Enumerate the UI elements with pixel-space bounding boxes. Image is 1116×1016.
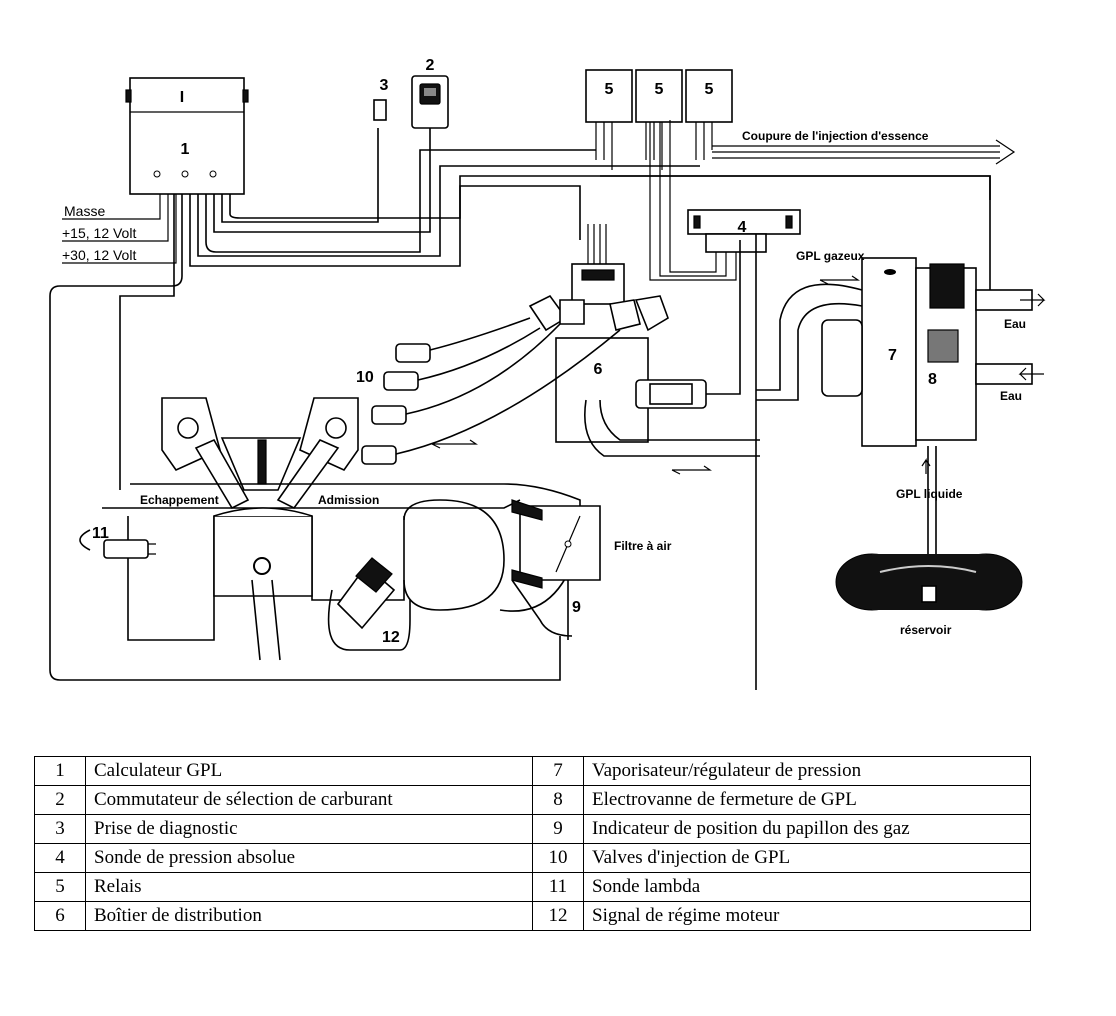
pressure-sensor: 4 <box>649 120 801 690</box>
table-row: 2 Commutateur de sélection de carburant … <box>34 785 1031 815</box>
label-30v: +30, 12 Volt <box>62 247 136 263</box>
callout-6: 6 <box>594 361 603 378</box>
callout-11: 11 <box>92 525 109 542</box>
table-row: 3 Prise de diagnostic 9 Indicateur de po… <box>34 814 1031 844</box>
legend-description: Indicateur de position du papillon des g… <box>583 814 1031 844</box>
table-row: 5 Relais 11 Sonde lambda <box>34 872 1031 902</box>
rpm-signal-sensor: 12 <box>327 557 411 651</box>
legend-description: Boîtier de distribution <box>85 901 533 931</box>
label-gpl-gazeux: GPL gazeux <box>796 249 865 263</box>
callout-10: 10 <box>356 369 374 386</box>
relay-group: 5 5 5 <box>585 69 733 170</box>
legend-number: 6 <box>34 901 86 931</box>
label-15v: +15, 12 Volt <box>62 225 136 241</box>
legend-number: 9 <box>532 814 584 844</box>
callout-4: 4 <box>738 219 747 236</box>
gas-injectors: 10 <box>356 317 621 465</box>
legend-number: 12 <box>532 901 584 931</box>
ecu-mark: I <box>180 89 184 106</box>
lpg-tank: GPL liquide réservoir <box>835 446 1023 637</box>
callout-5a: 5 <box>605 81 614 98</box>
ecu-unit: I 1 <box>125 77 249 195</box>
legend-number: 2 <box>34 785 86 815</box>
callout-5b: 5 <box>655 81 664 98</box>
legend-number: 10 <box>532 843 584 873</box>
label-filtre: Filtre à air <box>614 539 672 553</box>
lpg-system-diagram: I 1 Masse +15, 12 Volt +30, 12 Volt 3 2 … <box>49 57 1046 690</box>
ecu-wiring-harness <box>49 128 991 681</box>
callout-7: 7 <box>888 347 897 364</box>
callout-9: 9 <box>572 599 581 616</box>
diagnostic-plug: 3 <box>373 77 389 121</box>
table-row: 4 Sonde de pression absolue 10 Valves d'… <box>34 843 1031 873</box>
parts-legend-table: 1 Calculateur GPL 7 Vaporisateur/régulat… <box>34 756 1031 931</box>
legend-number: 1 <box>34 756 86 786</box>
label-admission: Admission <box>318 493 379 507</box>
legend-description: Commutateur de sélection de carburant <box>85 785 533 815</box>
callout-12: 12 <box>382 629 400 646</box>
vaporizer-regulator: 7 8 GPL gazeux <box>756 249 977 447</box>
legend-number: 4 <box>34 843 86 873</box>
callout-3: 3 <box>380 77 389 94</box>
label-masse: Masse <box>64 203 105 219</box>
lambda-sensor: 11 <box>79 525 156 559</box>
legend-description: Sonde de pression absolue <box>85 843 533 873</box>
legend-description: Relais <box>85 872 533 902</box>
fuel-selector-switch: 2 <box>411 57 449 129</box>
throttle-body: Filtre à air 9 <box>511 499 672 640</box>
distribution-box: 6 <box>528 224 760 475</box>
label-reservoir: réservoir <box>900 623 952 637</box>
label-coupure: Coupure de l'injection d'essence <box>742 129 929 143</box>
legend-description: Vaporisateur/régulateur de pression <box>583 756 1031 786</box>
legend-description: Sonde lambda <box>583 872 1031 902</box>
label-eau-top: Eau <box>1004 317 1026 331</box>
label-eau-bottom: Eau <box>1000 389 1022 403</box>
water-ports: Eau Eau <box>975 289 1046 403</box>
table-row: 1 Calculateur GPL 7 Vaporisateur/régulat… <box>34 756 1031 786</box>
legend-description: Prise de diagnostic <box>85 814 533 844</box>
hose-fitting <box>635 240 741 409</box>
legend-number: 8 <box>532 785 584 815</box>
callout-5c: 5 <box>705 81 714 98</box>
engine-cylinder: Echappement Admission <box>102 397 581 661</box>
legend-number: 11 <box>532 872 584 902</box>
legend-number: 5 <box>34 872 86 902</box>
legend-description: Calculateur GPL <box>85 756 533 786</box>
legend-description: Signal de régime moteur <box>583 901 1031 931</box>
label-echappement: Echappement <box>140 493 219 507</box>
legend-number: 3 <box>34 814 86 844</box>
label-gpl-liquide: GPL liquide <box>896 487 963 501</box>
table-row: 6 Boîtier de distribution 12 Signal de r… <box>34 901 1031 931</box>
callout-2: 2 <box>426 57 435 74</box>
legend-description: Valves d'injection de GPL <box>583 843 1031 873</box>
callout-1: 1 <box>181 141 190 158</box>
legend-number: 7 <box>532 756 584 786</box>
legend-description: Electrovanne de fermeture de GPL <box>583 785 1031 815</box>
callout-8: 8 <box>928 371 937 388</box>
